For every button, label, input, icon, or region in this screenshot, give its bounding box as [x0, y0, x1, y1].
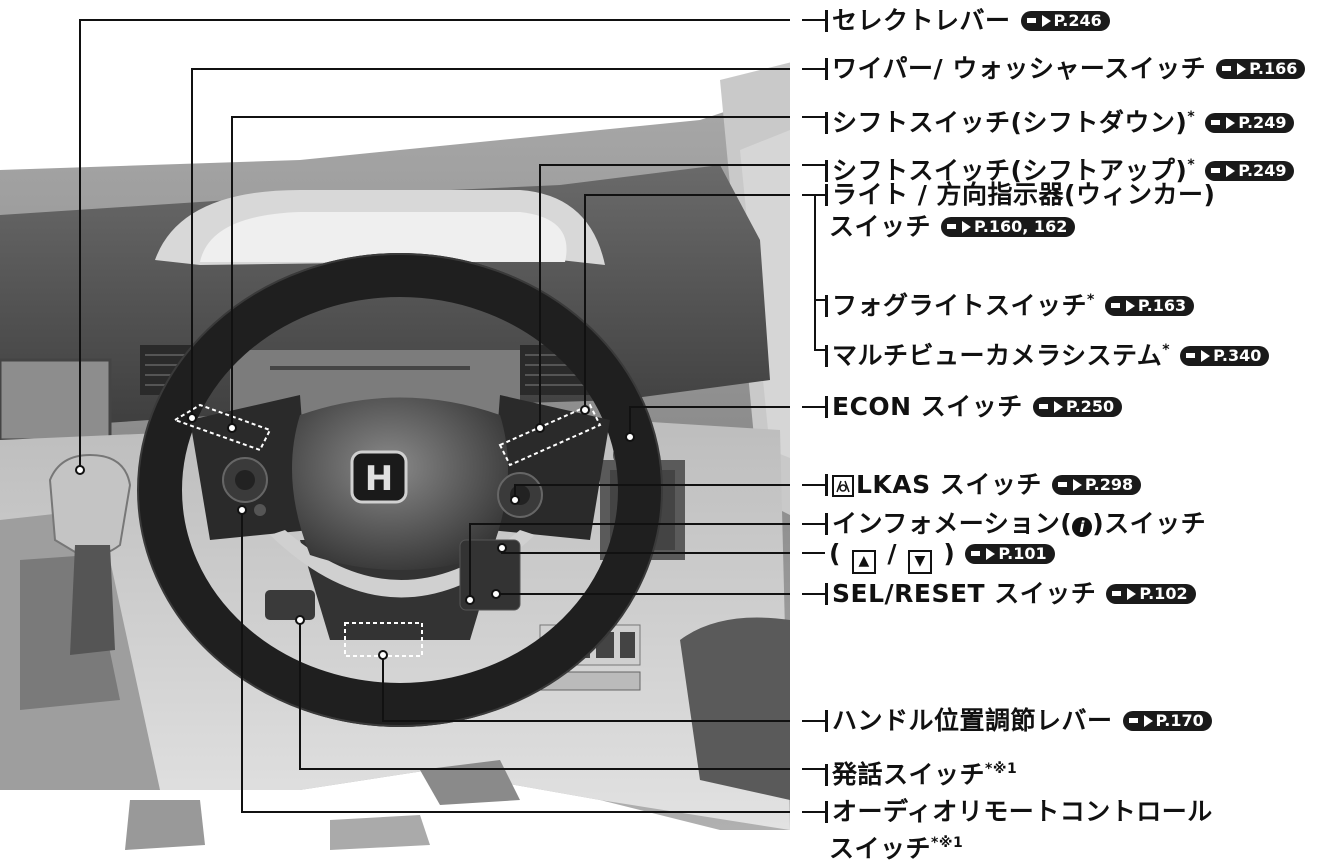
page-ref-link[interactable]: P.249: [1205, 113, 1295, 133]
label-info-switch: インフォメーション(i)スイッチ: [825, 509, 1206, 539]
label-shift-up: シフトスイッチ(シフトアップ)*P.249: [825, 150, 1295, 186]
label-select-lever: セレクトレバー P.246: [825, 6, 1110, 36]
lkas-icon: [832, 475, 854, 497]
label-shift-down: シフトスイッチ(シフトダウン)*P.249: [825, 102, 1295, 138]
label-steering-lever-text: ハンドル位置調節レバー: [832, 706, 1113, 735]
label-sel-reset: SEL/RESET スイッチ P.102: [825, 579, 1196, 609]
page-ref-link[interactable]: P.298: [1051, 475, 1142, 495]
label-light-switch-text: ライト / 方向指示器(ウィンカー): [832, 180, 1216, 209]
label-info-switch-line2: ( ▲ / ▼ )P.101: [829, 539, 1055, 574]
label-talk-switch-text: 発話スイッチ: [832, 760, 986, 789]
label-audio-remote-text: オーディオリモートコントロール: [832, 797, 1213, 826]
label-shift-down-text: シフトスイッチ(シフトダウン): [832, 108, 1188, 137]
label-lkas-switch-text: LKAS スイッチ: [856, 470, 1042, 499]
label-sel-reset-text: SEL/RESET スイッチ: [832, 579, 1097, 608]
page-ref-link[interactable]: P.163: [1104, 296, 1195, 316]
label-multiview-camera: マルチビューカメラシステム*P.340: [825, 335, 1270, 371]
label-shift-up-text: シフトスイッチ(シフトアップ): [832, 156, 1188, 185]
label-econ-switch: ECON スイッチ P.250: [825, 392, 1123, 422]
honda-emblem-text: H: [365, 459, 393, 499]
page-ref-link[interactable]: P.249: [1205, 161, 1295, 181]
page-ref-link[interactable]: P.102: [1106, 584, 1196, 604]
page-ref-link[interactable]: P.160, 162: [941, 217, 1076, 237]
down-arrow-icon: ▼: [908, 550, 933, 574]
label-audio-remote-line2: スイッチ*※1: [829, 834, 964, 863]
label-fog-switch: フォグライトスイッチ*P.163: [825, 285, 1195, 321]
page-ref-link[interactable]: P.246: [1020, 11, 1110, 31]
label-audio-remote: オーディオリモートコントロール: [825, 797, 1213, 827]
page-ref-link[interactable]: P.166: [1216, 59, 1306, 79]
label-talk-switch: 発話スイッチ*※1: [825, 754, 1017, 790]
page-ref-link[interactable]: P.340: [1180, 346, 1270, 366]
label-fog-switch-text: フォグライトスイッチ: [832, 291, 1088, 320]
label-econ-switch-text: ECON スイッチ: [832, 392, 1023, 421]
label-steering-lever: ハンドル位置調節レバー P.170: [825, 706, 1212, 736]
label-lkas-switch: LKAS スイッチ P.298: [825, 470, 1142, 500]
up-arrow-icon: ▲: [852, 550, 877, 574]
label-wiper-switch-text: ワイパー/ ウォッシャースイッチ: [832, 54, 1207, 83]
info-icon: i: [1072, 517, 1093, 537]
label-wiper-switch: ワイパー/ ウォッシャースイッチ P.166: [825, 54, 1306, 84]
page-ref-link[interactable]: P.250: [1032, 397, 1123, 417]
label-multiview-camera-text: マルチビューカメラシステム: [832, 341, 1163, 370]
page-ref-link[interactable]: P.170: [1122, 711, 1212, 731]
label-light-switch: ライト / 方向指示器(ウィンカー): [825, 180, 1215, 210]
page-ref-link[interactable]: P.101: [965, 544, 1055, 564]
label-select-lever-text: セレクトレバー: [832, 6, 1011, 35]
leader-lines: [79, 19, 825, 813]
